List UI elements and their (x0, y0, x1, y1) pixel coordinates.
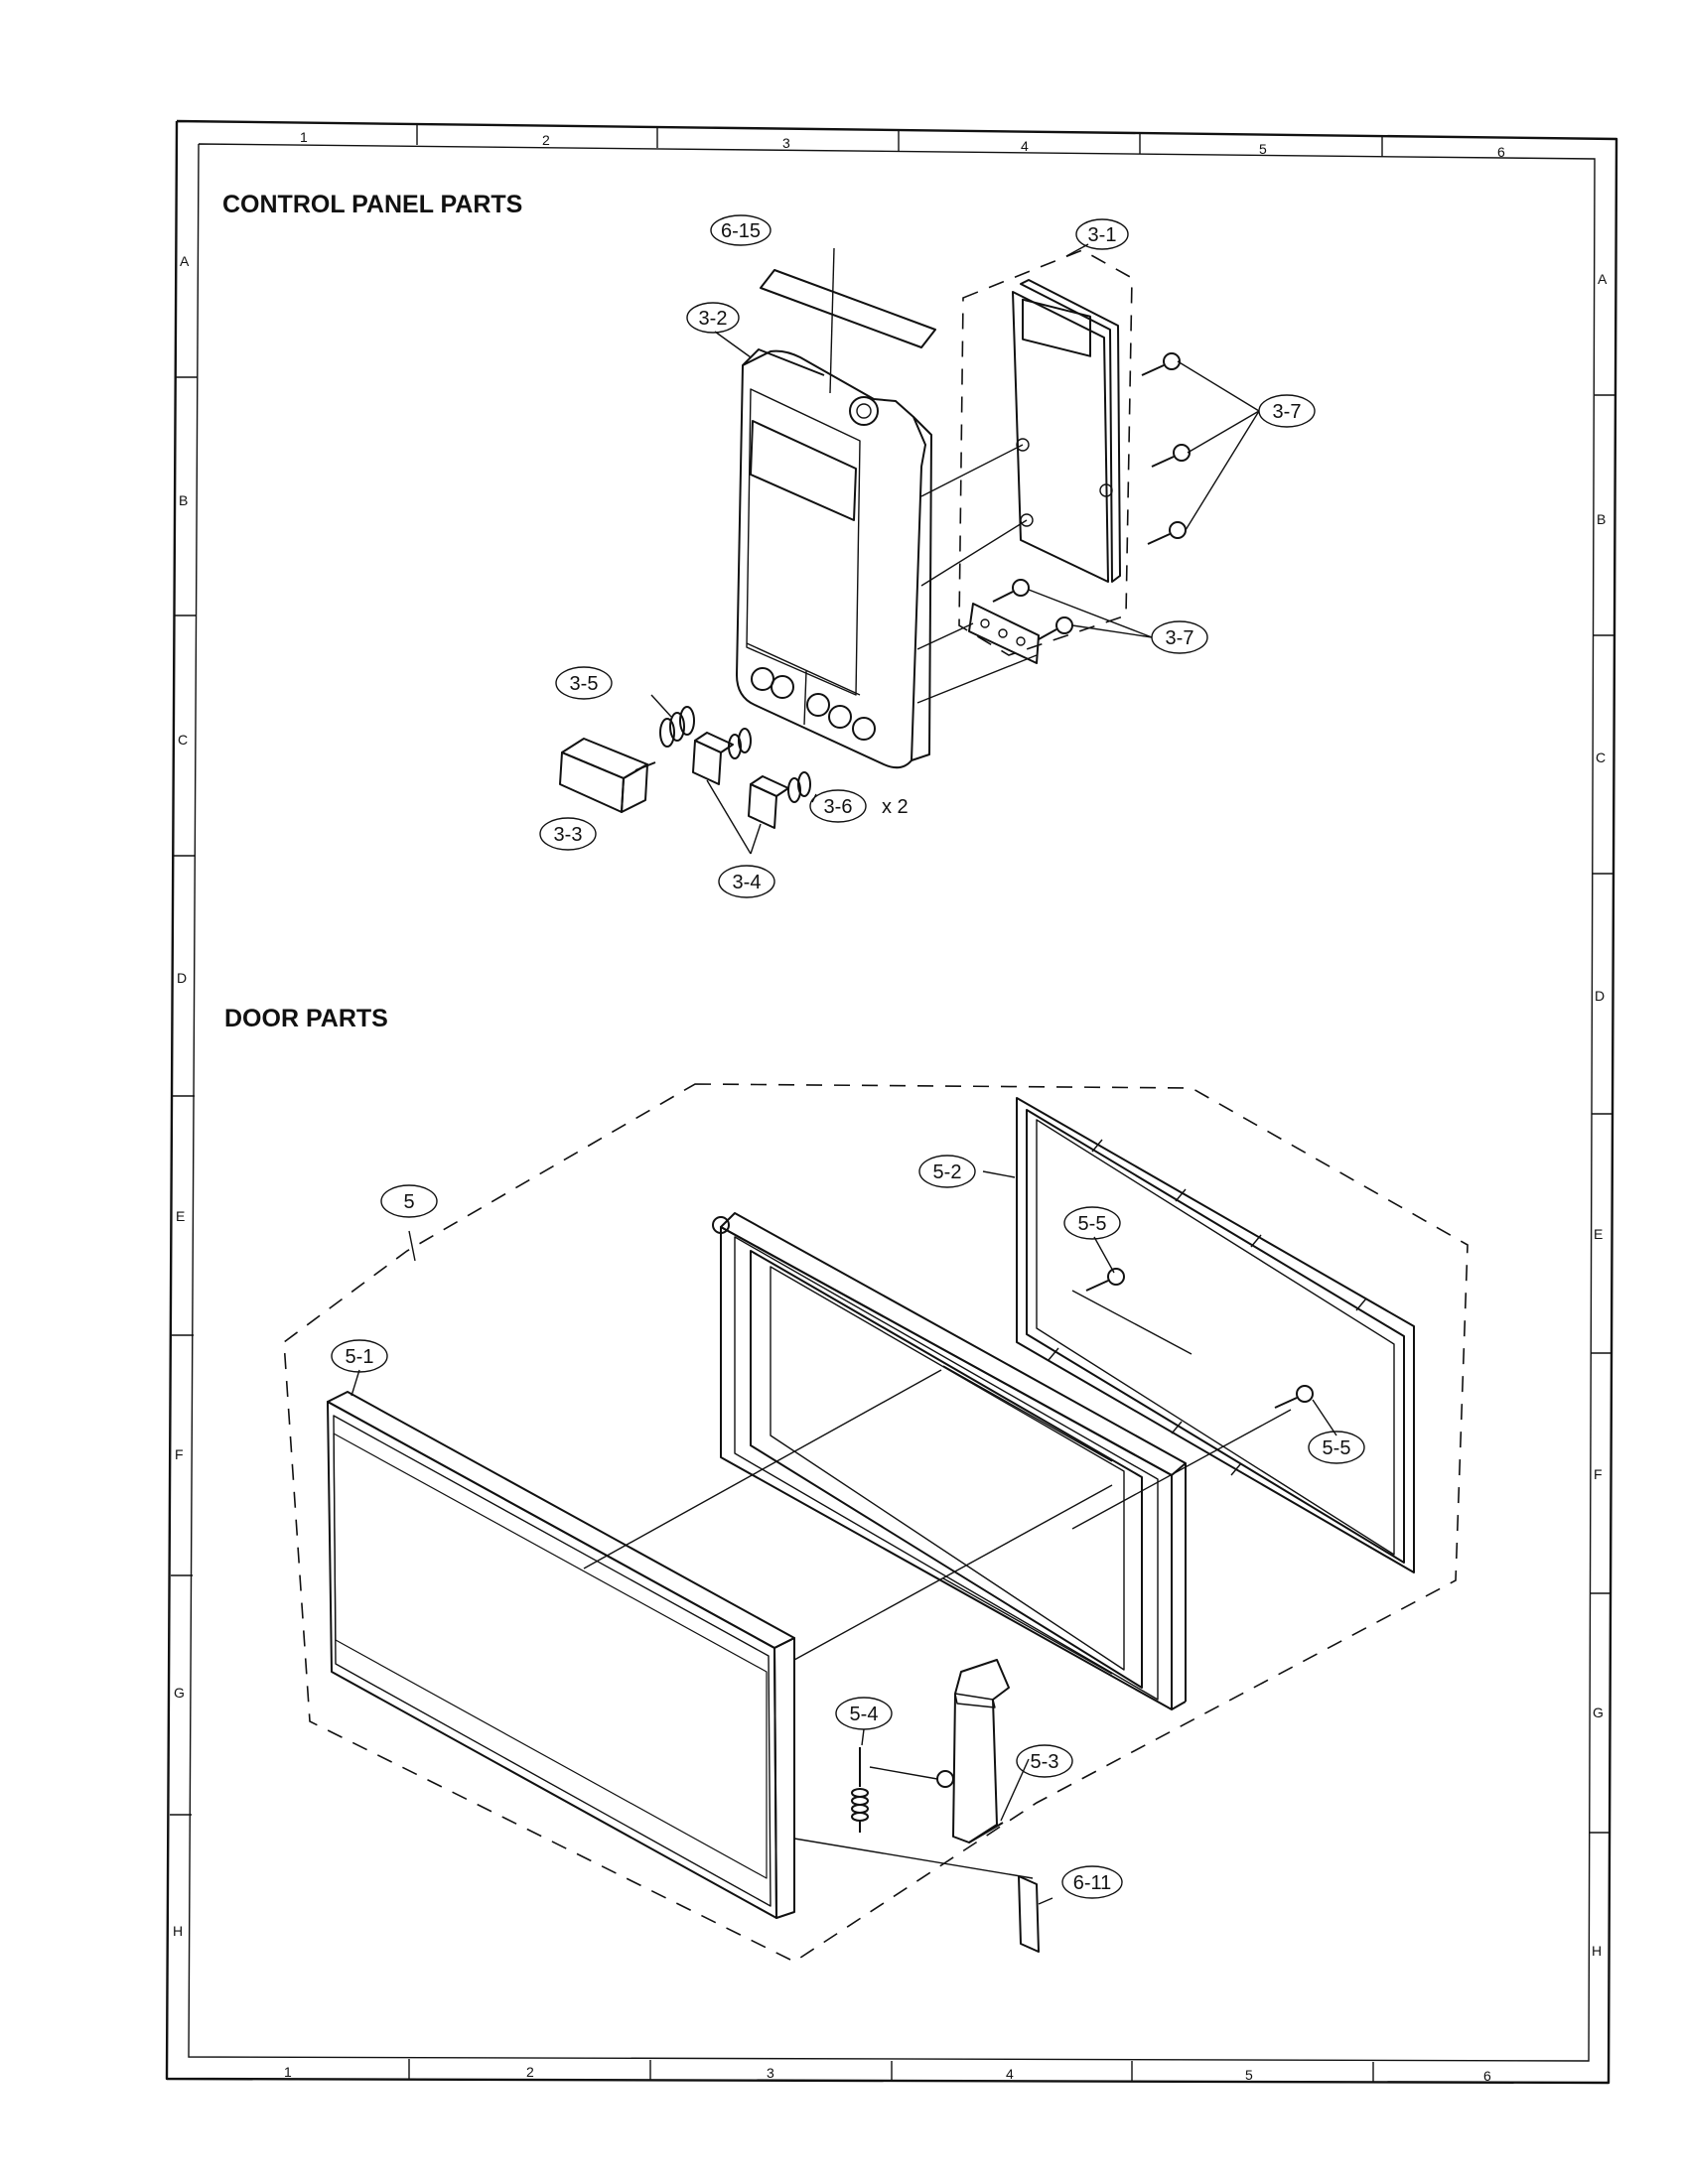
callout-3-1: 3-1 (1075, 218, 1129, 250)
grid-row-label: G (174, 1685, 185, 1701)
control-panel-parts-heading: CONTROL PANEL PARTS (222, 191, 523, 218)
svg-text:3-4: 3-4 (733, 872, 762, 893)
grid-col-label: 6 (1483, 2068, 1491, 2084)
grid-row-label: H (173, 1923, 183, 1939)
small-terminal-part (968, 603, 1040, 664)
left-grid-ruler: A B C D E F G H (170, 253, 198, 1939)
top-grid-ruler: 1 2 3 4 5 6 (300, 125, 1505, 160)
grid-col-label: 2 (542, 132, 550, 148)
svg-text:5-4: 5-4 (850, 1704, 879, 1725)
control-panel-frame-part (736, 348, 932, 769)
svg-text:5-2: 5-2 (933, 1161, 962, 1183)
control-panel-leaders (650, 243, 1260, 855)
grid-col-label: 4 (1021, 138, 1029, 154)
door-assembly-boundary (283, 1083, 1469, 1963)
door-label-part (1018, 1875, 1040, 1953)
grid-row-label: F (1594, 1466, 1603, 1482)
svg-text:5-5: 5-5 (1078, 1213, 1107, 1235)
svg-text:5: 5 (403, 1191, 414, 1213)
svg-text:6-15: 6-15 (721, 220, 761, 242)
grid-row-label: H (1592, 1943, 1602, 1959)
callout-3-5: 3-5 (555, 666, 613, 700)
quantity-label: x 2 (882, 796, 909, 818)
label-strip-part (760, 269, 936, 348)
svg-text:3-3: 3-3 (554, 824, 583, 846)
callout-3-7: 3-7 (1258, 394, 1316, 428)
grid-row-label: C (1596, 750, 1606, 765)
grid-col-label: 3 (767, 2065, 774, 2081)
callout-5-1: 5-1 (331, 1339, 388, 1373)
callout-5-4: 5-4 (835, 1697, 893, 1730)
door-open-button-part (559, 738, 656, 813)
sheet-frame (165, 119, 1618, 2085)
grid-row-label: C (178, 732, 188, 748)
key-button-part (692, 732, 789, 829)
svg-text:3-5: 3-5 (570, 673, 599, 695)
door-parts-heading: DOOR PARTS (224, 1005, 388, 1032)
grid-row-label: E (176, 1208, 185, 1224)
callout-3-3: 3-3 (539, 817, 597, 851)
grid-row-label: F (175, 1446, 184, 1462)
door-choke-frame-part (1016, 1097, 1415, 1573)
callout-5-2: 5-2 (918, 1155, 976, 1188)
callout-3-4: 3-4 (718, 865, 775, 898)
screw-part (992, 352, 1191, 640)
svg-text:3-1: 3-1 (1088, 224, 1117, 246)
svg-text:5-5: 5-5 (1323, 1437, 1351, 1459)
grid-row-label: B (1597, 511, 1606, 527)
grid-col-label: 3 (782, 135, 790, 151)
door-parts-leaders (351, 1170, 1337, 1905)
door-outer-cover-part (327, 1391, 795, 1919)
callout-5-5: 5-5 (1063, 1206, 1121, 1240)
svg-text:5-3: 5-3 (1031, 1751, 1059, 1773)
grid-row-label: B (179, 492, 188, 508)
grid-row-label: A (180, 253, 190, 269)
svg-text:3-6: 3-6 (824, 796, 853, 818)
pcb-board-part (1012, 279, 1121, 583)
callout-6-11: 6-11 (1061, 1865, 1123, 1899)
grid-row-label: D (177, 970, 187, 986)
callout-3-2: 3-2 (686, 302, 740, 334)
door-latch-part (936, 1659, 1010, 1843)
grid-col-label: 5 (1259, 141, 1267, 157)
grid-col-label: 1 (300, 129, 308, 145)
callout-6-15: 6-15 (710, 214, 772, 246)
svg-text:3-7: 3-7 (1166, 627, 1194, 649)
callout-5-5: 5-5 (1308, 1431, 1365, 1464)
latch-spring-part (851, 1747, 869, 1833)
grid-col-label: 4 (1006, 2066, 1014, 2082)
grid-row-label: A (1598, 271, 1608, 287)
grid-row-label: D (1595, 988, 1605, 1004)
svg-text:5-1: 5-1 (346, 1346, 374, 1368)
grid-col-label: 1 (284, 2064, 292, 2080)
grid-col-label: 2 (526, 2064, 534, 2080)
grid-row-label: G (1593, 1705, 1604, 1720)
grid-col-label: 5 (1245, 2067, 1253, 2083)
callout-5: 5 (380, 1184, 438, 1218)
callout-3-6: 3-6 x 2 (809, 789, 909, 823)
grid-row-label: E (1594, 1226, 1603, 1242)
callout-5-3: 5-3 (1016, 1744, 1073, 1778)
grid-col-label: 6 (1497, 144, 1505, 160)
screw-part (1085, 1268, 1314, 1409)
bottom-grid-ruler: 1 2 3 4 5 6 (284, 2059, 1491, 2084)
svg-text:3-2: 3-2 (699, 308, 728, 330)
svg-text:6-11: 6-11 (1073, 1872, 1112, 1894)
pcb-assembly-boundary (958, 249, 1133, 656)
door-panel-assembly-part (712, 1212, 1187, 1710)
callout-3-7: 3-7 (1151, 620, 1208, 654)
svg-text:3-7: 3-7 (1273, 401, 1302, 423)
right-grid-ruler: A B C D E F G H (1590, 271, 1615, 1959)
